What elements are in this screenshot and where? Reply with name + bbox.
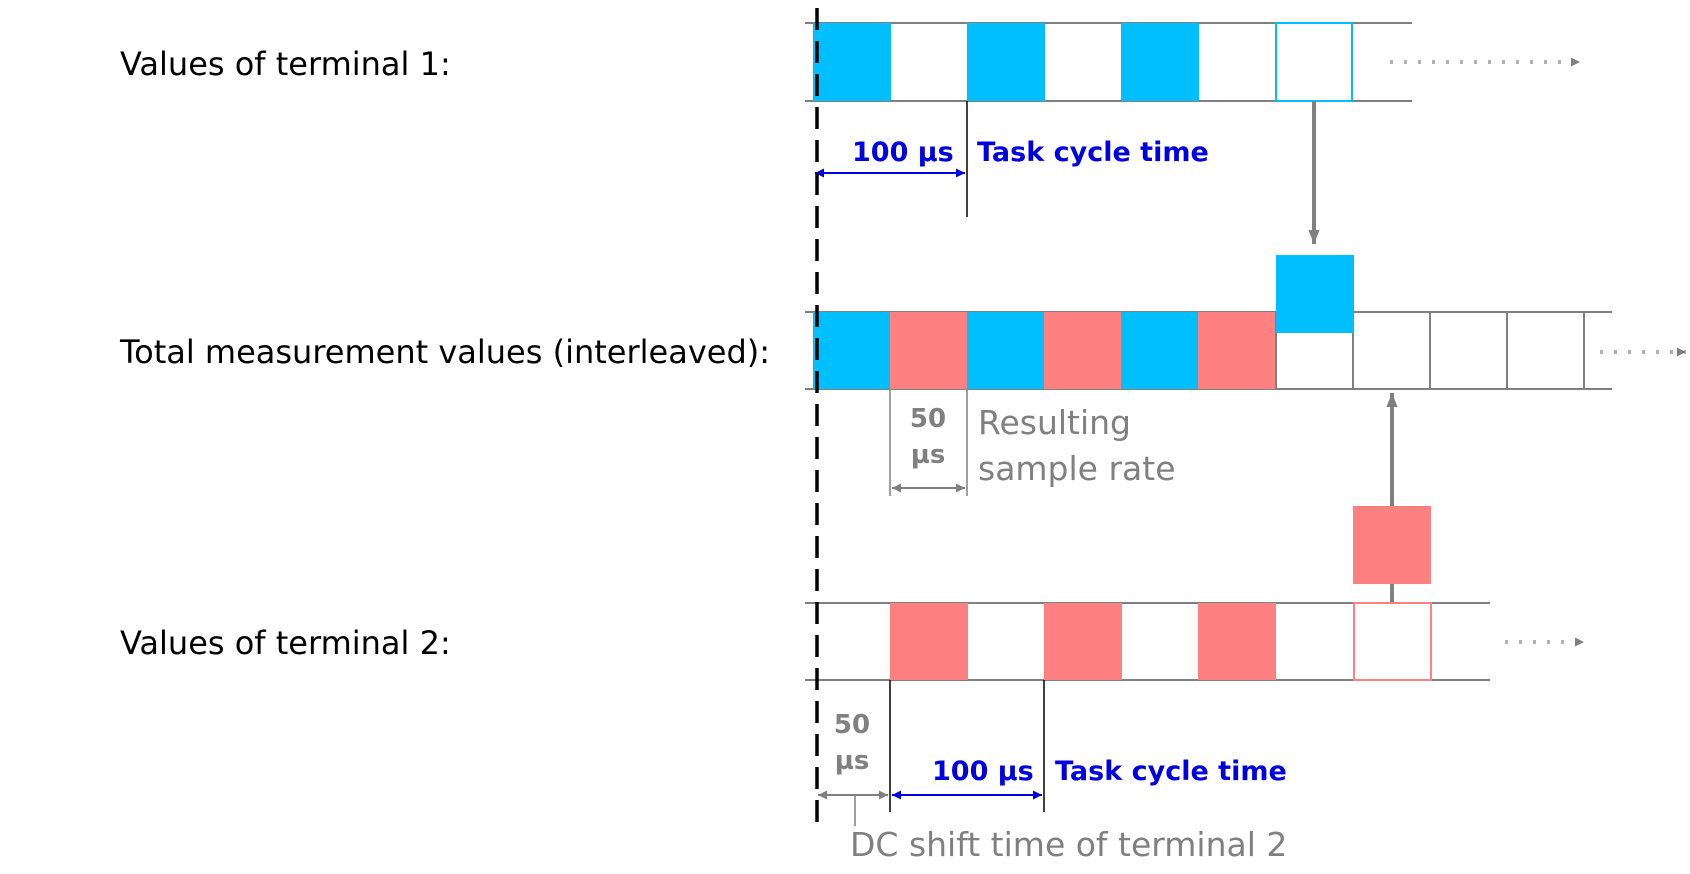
terminal1-cycle-label: Task cycle time [977,137,1209,168]
terminal2-cycle-dimension: 100 µs Task cycle time [892,756,1287,800]
terminal2-cycle-label: Task cycle time [1055,756,1287,787]
terminal2-next-sample [1353,602,1432,681]
terminal1-track [805,22,1580,102]
terminal1-label: Values of terminal 1: [120,45,451,83]
terminal1-sample [967,23,1045,101]
sample-rate-value: 50 [910,404,946,434]
sample-rate-unit: µs [911,440,946,470]
sample-rate-label: Resulting [978,403,1131,442]
terminal2-sample [890,603,968,680]
terminal2-cycle-value: 100 µs [932,756,1034,787]
sample-rate-label: sample rate [978,449,1176,488]
incoming-sample-t1 [1276,255,1354,333]
total-sample-t1 [967,312,1044,389]
terminal1-sample [1121,23,1199,101]
terminal2-track [805,602,1584,681]
terminal2-label: Values of terminal 2: [120,624,451,662]
total-track [805,255,1686,390]
total-sample-t1 [813,312,890,389]
total-sample-t1 [1121,312,1198,389]
total-label: Total measurement values (interleaved): [119,333,770,371]
incoming-sample-t2 [1353,506,1431,584]
sample-rate-dimension: 50 µs Resulting sample rate [889,389,1176,496]
terminal2-sample [1198,603,1276,680]
total-sample-t2 [1198,312,1276,389]
terminal1-cycle-value: 100 µs [852,137,954,168]
total-sample-t2 [1044,312,1121,389]
terminal2-shift-dimension: 50 µs DC shift time of terminal 2 [818,680,1287,864]
terminal1-sample [813,23,891,101]
shift-label: DC shift time of terminal 2 [850,825,1287,864]
terminal1-next-sample [1275,22,1353,102]
terminal2-sample [1044,603,1122,680]
total-sample-t2 [890,312,967,389]
shift-value: 50 [834,710,870,740]
terminal1-cycle-dimension: 100 µs Task cycle time [815,101,1209,217]
shift-unit: µs [835,746,870,776]
